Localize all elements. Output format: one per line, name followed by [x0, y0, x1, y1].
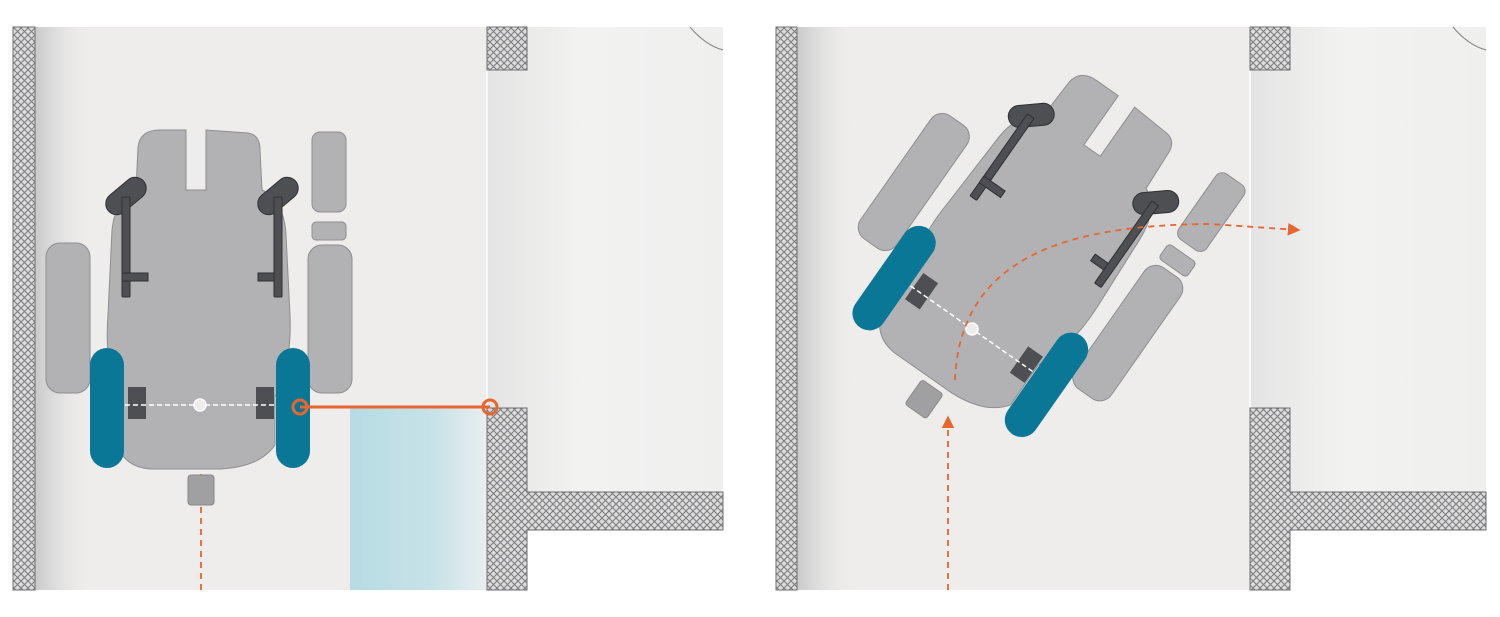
corridor-wall-shading: [797, 27, 857, 590]
panel-straight-approach: [12, 26, 724, 591]
wall-hatch-icon: [486, 26, 528, 71]
wall-hatch-icon: [1249, 26, 1291, 71]
door-swing-arc: [689, 26, 724, 51]
wall-hatch-icon: [775, 26, 798, 591]
wall-hatch-icon: [486, 407, 724, 591]
panel-turning-into-door: [775, 15, 1487, 591]
measure-endpoint-icon: [291, 398, 309, 416]
turning-path-arrow-icon: [954, 223, 1301, 381]
wall-hatch-icon: [1249, 407, 1487, 591]
door-swing-arc: [1452, 26, 1487, 51]
measure-endpoint-icon: [481, 398, 499, 416]
clear-floor-space: [350, 408, 487, 590]
wall-hatch-icon: [12, 26, 36, 591]
